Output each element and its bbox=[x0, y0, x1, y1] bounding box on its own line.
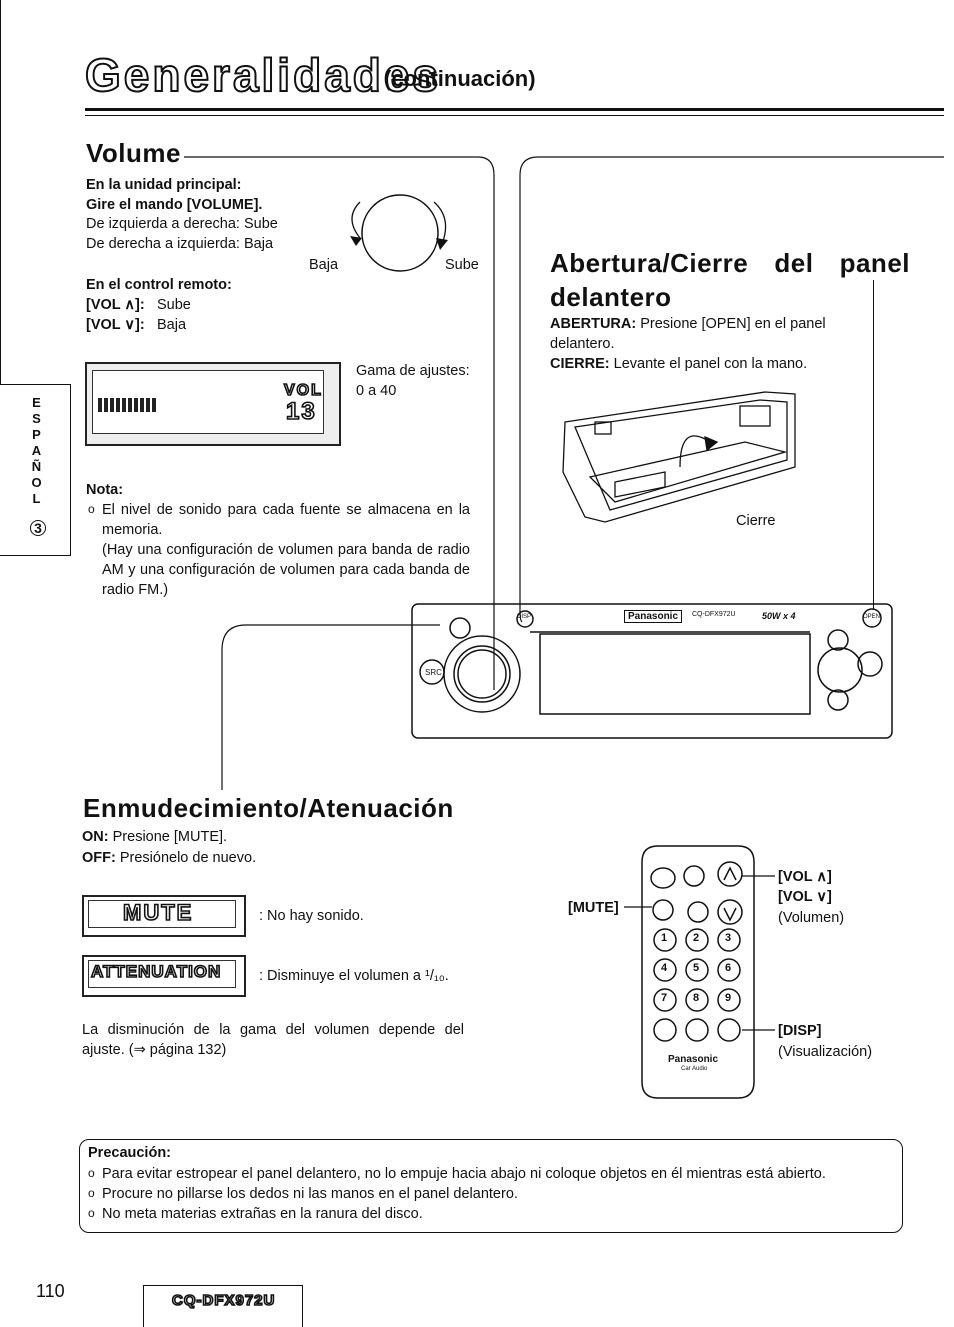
head-unit-illustration bbox=[411, 603, 893, 739]
abertura-body: Presione [OPEN] en el panel delantero. bbox=[550, 316, 826, 352]
caution-item: No meta materias extrañas en la ranura d… bbox=[86, 1203, 886, 1224]
main-unit-label: En la unidad principal: bbox=[86, 177, 242, 193]
mute-display-screen bbox=[88, 900, 236, 928]
header-rule-thin bbox=[85, 115, 944, 116]
unit-model: CQ-DFX972U bbox=[692, 611, 736, 618]
mute-on-label: ON: bbox=[82, 829, 109, 845]
volume-bar-graph bbox=[98, 398, 156, 412]
panel-callout-line bbox=[873, 280, 875, 610]
volume-knob-diagram bbox=[350, 194, 448, 272]
volume-heading: Volume bbox=[86, 138, 181, 168]
language-tab-number: 3 bbox=[30, 520, 46, 536]
remote-key-1: 1 bbox=[661, 932, 668, 944]
vol-down-text: Baja bbox=[157, 317, 187, 333]
language-tab-label: ESPAÑOL bbox=[29, 395, 44, 507]
caution-heading: Precaución: bbox=[88, 1145, 171, 1161]
vol-up-key: [VOL ∧]: bbox=[86, 297, 145, 313]
caution-item: Para evitar estropear el panel delantero… bbox=[86, 1163, 886, 1184]
remote-mute-label: [MUTE] bbox=[568, 900, 619, 916]
unit-brand: Panasonic bbox=[624, 610, 683, 623]
attenuation-display-screen bbox=[88, 960, 236, 988]
cierre-text: CIERRE: Levante el panel con la mano. bbox=[550, 354, 807, 374]
remote-sub-brand: Car Audio bbox=[681, 1066, 708, 1072]
nota-item: El nivel de sonido para cada fuente se a… bbox=[86, 499, 470, 600]
nota-label: Nota: bbox=[86, 482, 124, 498]
right-to-left-text: De derecha a izquierda: Baja bbox=[86, 236, 274, 252]
header-rule bbox=[85, 108, 944, 111]
unit-src-button: SRC bbox=[425, 668, 442, 677]
abertura-text: ABERTURA: Presione [OPEN] en el panel de… bbox=[550, 314, 840, 354]
remote-vol-down-label: [VOL ∨] bbox=[778, 889, 832, 905]
remote-visual-label: (Visualización) bbox=[778, 1044, 873, 1060]
attenuation-display-text: ATTENUATION bbox=[90, 961, 222, 982]
open-panel-illustration bbox=[562, 391, 796, 523]
caution-item: Procure no pillarse los dedos ni las man… bbox=[86, 1183, 886, 1204]
nota-text: El nivel de sonido para cada fuente se a… bbox=[86, 499, 470, 600]
page-title: Generalidades bbox=[84, 48, 442, 102]
mute-description: : No hay sonido. bbox=[259, 908, 364, 924]
mute-display-text: MUTE bbox=[122, 899, 194, 926]
caution-list: Para evitar estropear el panel delantero… bbox=[86, 1163, 886, 1224]
remote-label: En el control remoto: bbox=[86, 277, 232, 293]
remote-vol-up-label: [VOL ∧] bbox=[778, 869, 832, 885]
remote-volumen-label: (Volumen) bbox=[778, 910, 845, 926]
remote-key-4: 4 bbox=[661, 962, 668, 974]
remote-key-6: 6 bbox=[725, 962, 732, 974]
mute-range-note: La disminución de la gama del volumen de… bbox=[82, 1022, 464, 1058]
remote-key-3: 3 bbox=[725, 932, 732, 944]
abertura-label: ABERTURA: bbox=[550, 316, 637, 332]
footer-model-box bbox=[143, 1285, 303, 1327]
footer-model: CQ-DFX972U bbox=[171, 1291, 276, 1310]
cierre-body: Levante el panel con la mano. bbox=[613, 356, 808, 372]
remote-disp-label: [DISP] bbox=[778, 1023, 822, 1039]
left-to-right-text: De izquierda a derecha: Sube bbox=[86, 216, 278, 232]
margin-line bbox=[0, 0, 1, 384]
display-vol-label: VOL bbox=[283, 381, 323, 400]
remote-key-8: 8 bbox=[693, 992, 700, 1004]
remote-key-2: 2 bbox=[693, 932, 700, 944]
language-tab bbox=[0, 384, 71, 556]
range-label: Gama de ajustes: bbox=[356, 363, 470, 379]
mute-on-body: Presione [MUTE]. bbox=[112, 829, 228, 845]
mute-heading: Enmudecimiento/Atenuación bbox=[83, 793, 454, 823]
attenuation-description: : Disminuye el volumen a ¹/₁₀. bbox=[259, 968, 449, 984]
unit-power: 50W x 4 bbox=[762, 611, 796, 621]
panel-heading: Abertura/Cierre del panel delantero bbox=[550, 248, 910, 312]
remote-brand: Panasonic bbox=[668, 1054, 719, 1065]
remote-key-5: 5 bbox=[693, 962, 700, 974]
mute-off-body: Presiónelo de nuevo. bbox=[119, 850, 257, 866]
remote-key-9: 9 bbox=[725, 992, 732, 1004]
range-value: 0 a 40 bbox=[356, 383, 397, 399]
mute-on-text: ON: Presione [MUTE]. bbox=[82, 827, 227, 847]
knob-baja-label: Baja bbox=[309, 257, 339, 273]
mute-off-label: OFF: bbox=[82, 850, 116, 866]
mute-off-text: OFF: Presiónelo de nuevo. bbox=[82, 848, 256, 868]
cierre-label: CIERRE: bbox=[550, 356, 610, 372]
display-vol-value: 13 bbox=[285, 397, 317, 426]
main-unit-action: Gire el mando [VOLUME]. bbox=[86, 197, 263, 213]
vol-down-key: [VOL ∨]: bbox=[86, 317, 145, 333]
page-number: 110 bbox=[36, 1281, 65, 1301]
page-subtitle: (continuación) bbox=[384, 66, 536, 91]
unit-open-button: OPEN bbox=[863, 614, 881, 620]
knob-sube-label: Sube bbox=[445, 257, 479, 273]
remote-key-7: 7 bbox=[661, 992, 668, 1004]
caution-box bbox=[79, 1139, 903, 1233]
remote-illustration bbox=[641, 845, 755, 1099]
vol-up-text: Sube bbox=[157, 297, 191, 313]
unit-disp-button: DISP bbox=[517, 614, 532, 620]
cierre-caption: Cierre bbox=[736, 513, 776, 529]
